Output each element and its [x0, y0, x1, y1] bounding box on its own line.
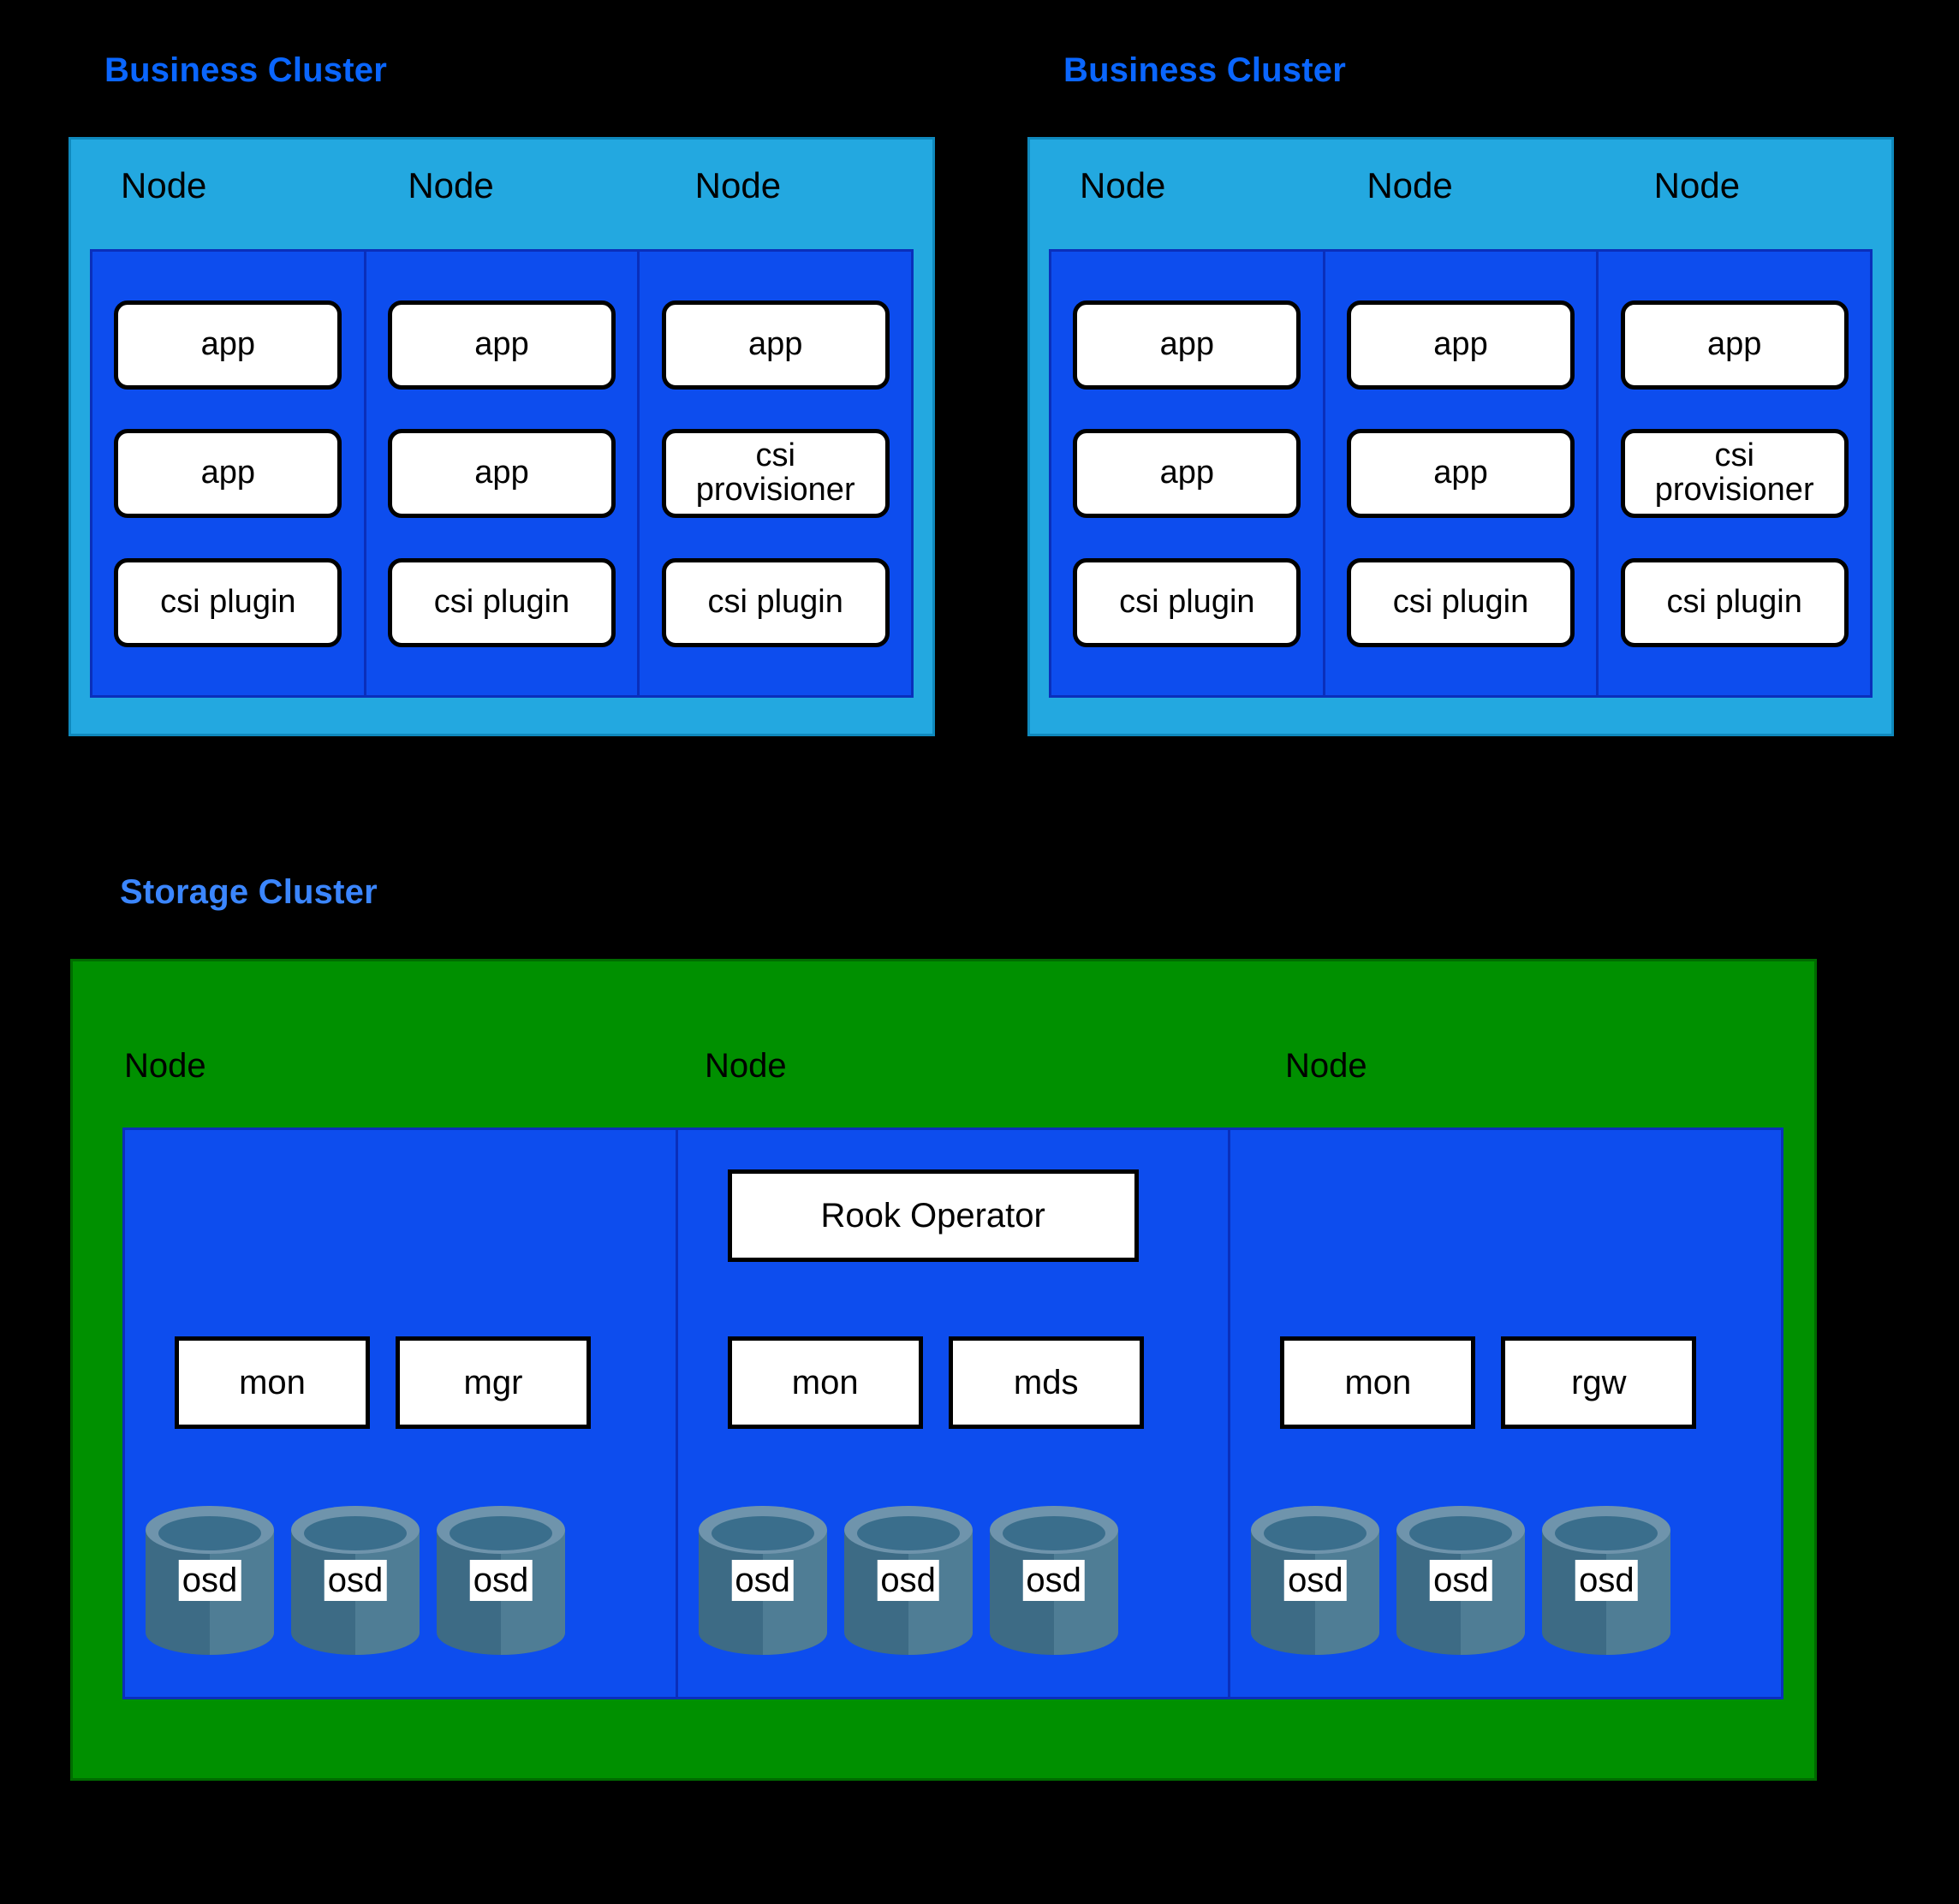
business-cluster-2-title: Business Cluster — [1063, 51, 1346, 89]
business-cluster-1-title: Business Cluster — [104, 51, 387, 89]
osd-label: osd — [1022, 1560, 1085, 1601]
osd-label: osd — [877, 1560, 939, 1601]
sc-node-label-1: Node — [705, 1047, 787, 1085]
osd-label: osd — [1575, 1560, 1638, 1601]
bc2-node-0: app app csi plugin — [1051, 252, 1325, 695]
osd-cylinder[interactable]: osd — [1247, 1496, 1383, 1665]
storage-cluster-node-labels: Node Node Node — [73, 1047, 1814, 1098]
osd-label: osd — [1430, 1560, 1492, 1601]
pod-csi-provisioner[interactable]: csi provisioner — [1620, 429, 1849, 518]
storage-cluster: Node Node Node mon mgr — [70, 959, 1817, 1781]
sc-node-1-osds: osd osd — [678, 1464, 1229, 1697]
storage-cluster-title: Storage Cluster — [120, 873, 378, 911]
business-cluster-2-node-row: app app csi plugin app app csi plugin ap… — [1049, 249, 1873, 698]
pod-app[interactable]: app — [1347, 300, 1575, 390]
sc-node-0-osds: osd osd — [125, 1464, 676, 1697]
pod-app[interactable]: app — [1620, 300, 1849, 390]
osd-cylinder[interactable]: osd — [695, 1496, 831, 1665]
bc1-node-2: app csi provisioner csi plugin — [640, 252, 911, 695]
sc-node-1-services: mon mds — [678, 1301, 1229, 1464]
pod-app[interactable]: app — [661, 300, 890, 390]
osd-cylinder[interactable]: osd — [142, 1496, 277, 1665]
osd-cylinder[interactable]: osd — [1393, 1496, 1528, 1665]
bc2-node-label-2: Node — [1653, 165, 1741, 205]
business-cluster-1-node-row: app app csi plugin app app csi plugin ap… — [90, 249, 914, 698]
bc1-node-0: app app csi plugin — [92, 252, 366, 695]
pod-app[interactable]: app — [114, 429, 342, 518]
bc2-node-label-0: Node — [1080, 165, 1166, 205]
osd-cylinder[interactable]: osd — [288, 1496, 423, 1665]
pod-csi-plugin[interactable]: csi plugin — [661, 557, 890, 647]
sc-node-1-operator-slot: Rook Operator — [678, 1130, 1229, 1301]
sc-node-label-2: Node — [1285, 1047, 1367, 1085]
bc2-node-1: app app csi plugin — [1325, 252, 1599, 695]
pod-app[interactable]: app — [1347, 429, 1575, 518]
osd-label: osd — [178, 1560, 241, 1601]
pod-csi-plugin[interactable]: csi plugin — [1620, 557, 1849, 647]
pod-csi-plugin[interactable]: csi plugin — [1347, 557, 1575, 647]
business-cluster-2-node-labels: Node Node Node — [1030, 165, 1891, 225]
sc-node-2-services: mon rgw — [1230, 1301, 1781, 1464]
service-rgw[interactable]: rgw — [1501, 1336, 1697, 1429]
osd-cylinder[interactable]: osd — [986, 1496, 1122, 1665]
bc2-node-2: app csi provisioner csi plugin — [1599, 252, 1870, 695]
bc1-node-label-1: Node — [408, 165, 494, 205]
osd-label: osd — [324, 1560, 387, 1601]
bc1-node-1: app app csi plugin — [366, 252, 640, 695]
sc-node-0-operator-slot — [125, 1130, 676, 1301]
bc2-node-label-1: Node — [1367, 165, 1453, 205]
sc-node-0: mon mgr osd — [125, 1130, 678, 1697]
pod-app[interactable]: app — [388, 300, 616, 390]
pod-app[interactable]: app — [1073, 429, 1301, 518]
bc1-node-label-2: Node — [694, 165, 782, 205]
service-mgr[interactable]: mgr — [396, 1336, 591, 1429]
sc-node-2-operator-slot — [1230, 1130, 1781, 1301]
osd-cylinder[interactable]: osd — [1539, 1496, 1674, 1665]
service-mon[interactable]: mon — [175, 1336, 370, 1429]
service-mon[interactable]: mon — [1280, 1336, 1476, 1429]
pod-app[interactable]: app — [388, 429, 616, 518]
sc-node-1: Rook Operator mon mds osd — [678, 1130, 1231, 1697]
service-mon[interactable]: mon — [727, 1336, 923, 1429]
osd-label: osd — [731, 1560, 794, 1601]
bc1-node-label-0: Node — [121, 165, 207, 205]
pod-app[interactable]: app — [114, 300, 342, 390]
sc-node-label-0: Node — [124, 1047, 206, 1085]
pod-csi-provisioner[interactable]: csi provisioner — [661, 429, 890, 518]
sc-node-2: mon rgw osd — [1230, 1130, 1781, 1697]
sc-node-0-services: mon mgr — [125, 1301, 676, 1464]
pod-csi-plugin[interactable]: csi plugin — [1073, 557, 1301, 647]
osd-label: osd — [469, 1560, 533, 1601]
osd-cylinder[interactable]: osd — [433, 1496, 569, 1665]
business-cluster-1-node-labels: Node Node Node — [71, 165, 932, 225]
sc-node-2-osds: osd osd — [1230, 1464, 1781, 1697]
service-mds[interactable]: mds — [948, 1336, 1144, 1429]
rook-operator-box[interactable]: Rook Operator — [727, 1169, 1139, 1262]
osd-label: osd — [1284, 1560, 1347, 1601]
business-cluster-1: Node Node Node app app csi plugin app ap… — [68, 137, 935, 736]
pod-csi-plugin[interactable]: csi plugin — [114, 557, 342, 647]
business-cluster-2: Node Node Node app app csi plugin app ap… — [1027, 137, 1894, 736]
storage-cluster-node-row: mon mgr osd — [122, 1128, 1783, 1699]
osd-cylinder[interactable]: osd — [841, 1496, 976, 1665]
pod-app[interactable]: app — [1073, 300, 1301, 390]
pod-csi-plugin[interactable]: csi plugin — [388, 557, 616, 647]
